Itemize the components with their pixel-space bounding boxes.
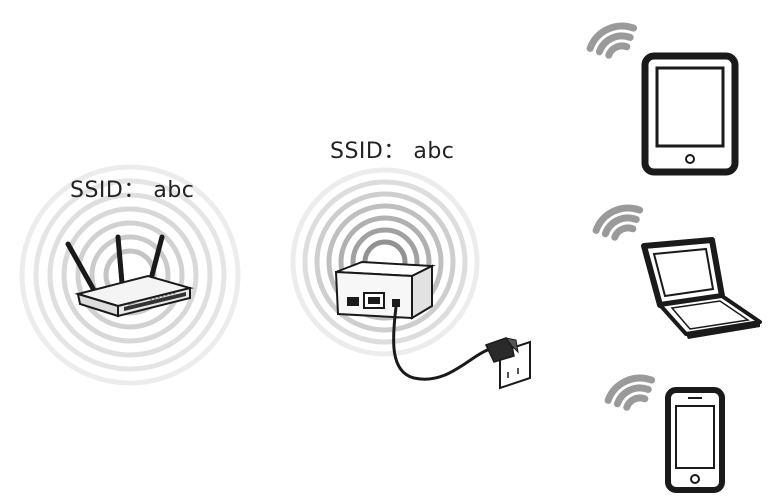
signal-ring [19,164,241,386]
wifi-signal-icon [586,22,638,59]
mini-router-signal-rings [290,167,480,357]
mini-router-ssid-label: SSID： abc [330,139,455,164]
travel-router-icon [334,260,495,381]
wifi-arc [623,394,649,411]
main-router-signal-rings [19,164,241,386]
tablet-home-button [685,154,695,164]
wifi-signal-icon [604,374,656,411]
power-outlet-icon [484,337,531,390]
wifi-arc [613,384,652,408]
wifi-signal-icon [592,204,644,241]
signal-ring [75,220,185,330]
signal-ring [290,167,480,357]
signal-ring [61,206,199,344]
signal-ring [326,203,444,321]
router-usb-port [392,299,400,307]
wifi-arc [611,224,637,241]
main-router-ssid-label: SSID： abc [70,178,195,203]
router-antenna-right [147,234,165,286]
smartphone-icon [665,387,725,493]
wifi-arc [605,42,631,59]
wifi-arc [592,204,644,234]
phone-home-button [690,474,700,484]
wifi-arc [601,214,640,238]
router-switch [347,297,359,306]
router-antenna-left [65,241,98,295]
signal-ring [33,178,227,372]
wifi-arc [586,22,638,52]
wifi-router-icon [65,234,194,318]
power-cable [392,306,495,381]
laptop-icon [641,237,762,339]
tablet-icon [641,52,739,176]
wifi-arc [604,374,656,404]
wifi-arc [595,32,634,56]
signal-ring [302,179,468,345]
router-antenna-middle [115,234,125,286]
signal-ring [314,191,456,333]
signal-ring [47,192,213,358]
